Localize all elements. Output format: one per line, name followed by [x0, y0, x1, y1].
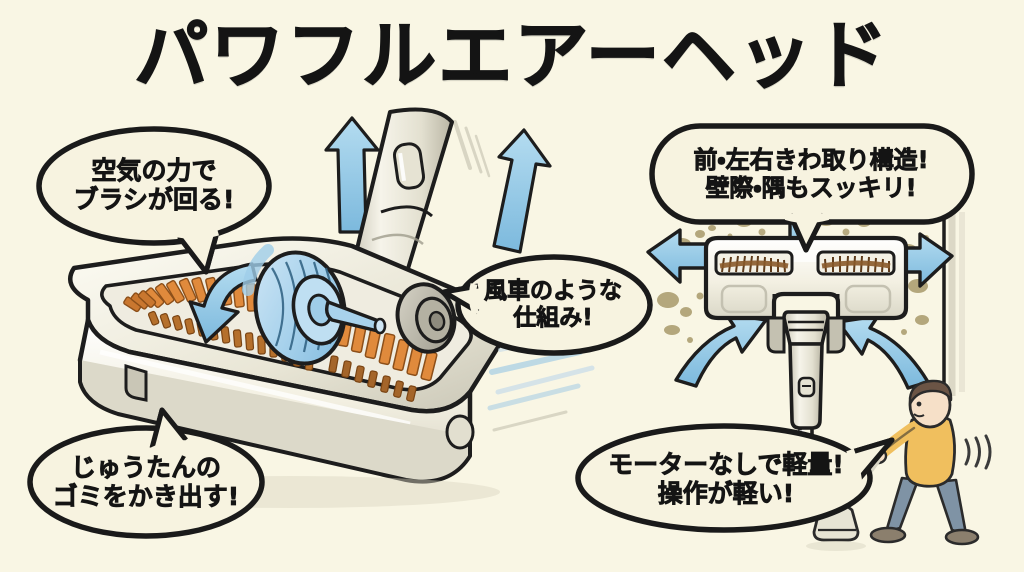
turbine-fan	[242, 244, 387, 366]
speech-bubble-carpet-dust: じゅうたんの ゴミをかき出す!	[40, 440, 252, 524]
bubble-line-2: 操作が軽い!	[657, 479, 795, 509]
bubble-line-1: じゅうたんの	[70, 452, 222, 482]
motion-streaks-tube	[453, 120, 491, 178]
head-body	[68, 236, 507, 484]
speech-bubble-air-power: 空気の力で ブラシが回る!	[48, 133, 260, 237]
airflow-arrow-up-right	[492, 128, 552, 254]
side-bumper-left	[124, 363, 148, 402]
speech-bubble-windmill: 風車のような 仕組み!	[462, 266, 644, 344]
bubble-line-2: ゴミをかき出す!	[52, 482, 240, 512]
wall	[942, 202, 965, 402]
front-round-detail	[445, 414, 475, 450]
brush-lower-strip	[328, 355, 417, 402]
side-pad-left	[766, 316, 786, 354]
topdown-head-body	[703, 235, 909, 354]
shoe-rear	[944, 528, 980, 546]
airflow-arrow-up-left	[324, 116, 380, 234]
airflow-arrow-bottom-left	[674, 312, 768, 388]
side-pad-right	[826, 316, 846, 354]
bubble-shapes	[27, 123, 975, 539]
shoe-front	[869, 526, 907, 544]
bubble-shape-windmill	[441, 254, 653, 356]
motion-lines-person	[964, 434, 992, 470]
bubble-line-1: 空気の力で	[91, 155, 217, 185]
bubble-line-2: 仕組み!	[513, 305, 593, 332]
bubble-line-1: モーターなしで軽量!	[608, 449, 844, 479]
neck-tube	[348, 107, 454, 292]
bubble-line-1: 風車のような	[484, 277, 623, 304]
bubble-shape-lightweight	[575, 423, 895, 533]
leg-rear	[934, 478, 968, 536]
eye	[916, 401, 922, 407]
tube-button	[392, 142, 426, 190]
airflow-arrow-bottom-right	[836, 314, 930, 390]
rotation-arrow-left	[188, 262, 258, 344]
bubble-line-2: ブラシが回る!	[73, 185, 235, 215]
bubble-shape-carpet	[27, 407, 265, 539]
left-illustration	[68, 107, 595, 508]
bubble-line-1: 前・左右きわ取り構造!	[693, 145, 929, 174]
speech-bubble-edge-cleaning: 前・左右きわ取り構造! 壁際・隅もスッキリ!	[658, 132, 964, 216]
mouth	[913, 413, 925, 418]
bubble-shape-air-power	[36, 126, 272, 275]
bubble-shape-edge	[649, 123, 975, 253]
rear-wheel	[395, 282, 457, 354]
ground-shadow-person	[806, 541, 866, 551]
bubble-line-2: 壁際・隅もスッキリ!	[705, 174, 917, 203]
hair	[908, 379, 953, 406]
speech-bubble-lightweight: モーターなしで軽量! 操作が軽い!	[590, 438, 862, 520]
page-title: パワフルエアーヘッド	[133, 13, 890, 99]
right-illustration	[646, 198, 965, 478]
leg-front	[884, 476, 920, 534]
